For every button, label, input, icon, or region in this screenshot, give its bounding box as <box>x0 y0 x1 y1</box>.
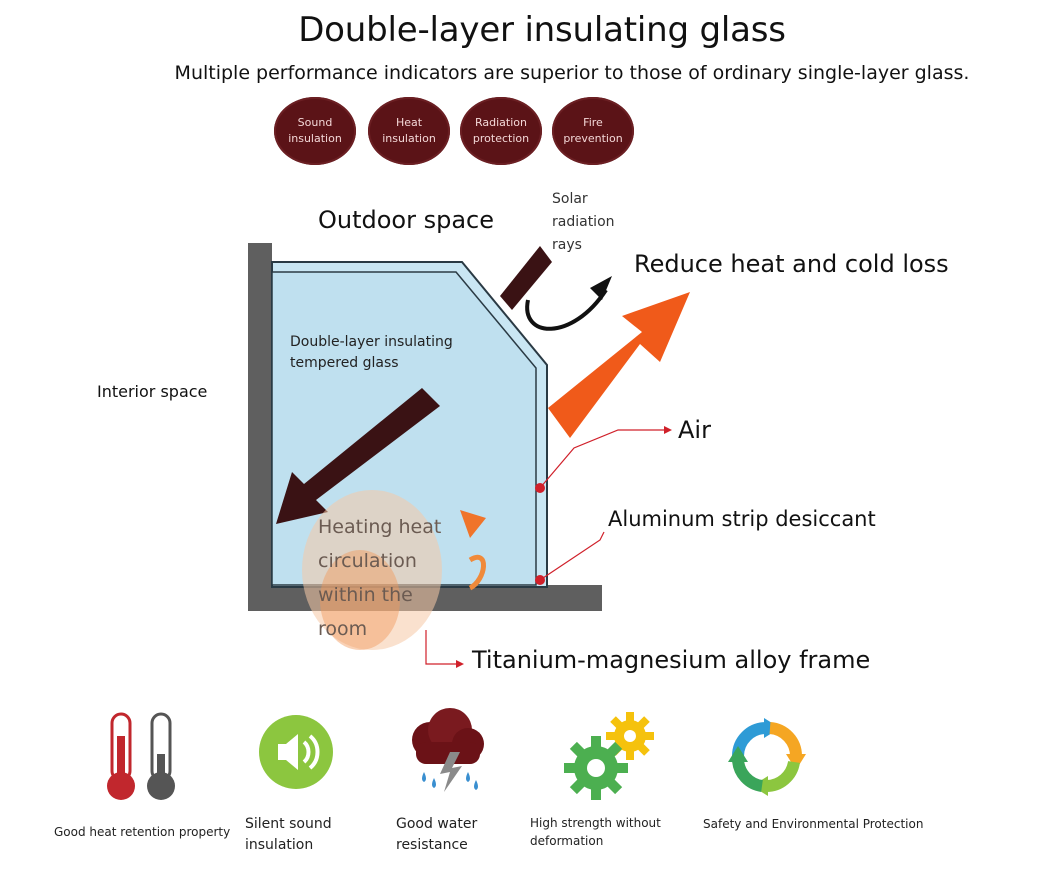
speaker-icon <box>259 715 333 789</box>
frame-left-bar <box>248 243 272 611</box>
reflection-curve-arrow <box>525 288 608 331</box>
reflection-arrow-head <box>590 276 612 300</box>
heating-curve <box>468 555 486 591</box>
page-title: Double-layer insulating glass <box>298 10 786 50</box>
badge-fire-prevention: Fire prevention <box>552 97 634 165</box>
badge-sound-insulation: Sound insulation <box>274 97 356 165</box>
recycle-icon <box>728 718 806 796</box>
heating-arrow-head <box>460 510 486 538</box>
air-marker <box>535 483 545 493</box>
solar-ray-arrow <box>500 246 552 310</box>
feature-label-heat-retention: Good heat retention property <box>54 825 231 839</box>
feature-label-water-resistance: Good water resistance <box>396 816 478 853</box>
heat-into-room-arrow <box>276 388 440 524</box>
glass-type-label: Double-layer insulating tempered glass <box>290 334 453 371</box>
reduce-loss-label: Reduce heat and cold loss <box>634 250 949 278</box>
frame-leader-tip <box>456 660 464 668</box>
feature-label-safety: Safety and Environmental Protection <box>703 817 924 831</box>
storm-cloud-icon <box>412 708 484 792</box>
frame-leader-line <box>425 630 460 665</box>
aluminum-marker <box>535 575 545 585</box>
outdoor-space-label: Outdoor space <box>318 206 495 234</box>
aluminum-leader-line <box>539 531 605 581</box>
aluminum-strip-label: Aluminum strip desiccant <box>608 507 876 531</box>
air-leader-tip <box>664 426 672 434</box>
feature-label-sound-insulation: Silent sound insulation <box>245 816 332 853</box>
frame-material-label: Titanium-magnesium alloy frame <box>472 646 871 674</box>
solar-radiation-label: Solar radiation rays <box>552 191 615 253</box>
heating-glow-core <box>320 550 400 650</box>
gears-icon <box>564 712 654 800</box>
heating-glow <box>302 490 442 650</box>
page-subtitle: Multiple performance indicators are supe… <box>174 62 970 84</box>
air-leader-line <box>539 429 664 489</box>
air-label: Air <box>678 416 711 444</box>
thermometer-icon <box>107 712 175 800</box>
interior-space-label: Interior space <box>97 382 208 401</box>
badge-radiation-protection: Radiation protection <box>460 97 542 165</box>
heat-loss-arrow <box>548 292 690 438</box>
heating-circulation-label: Heating heat circulation within the room <box>318 516 442 640</box>
feature-label-high-strength: High strength without deformation <box>530 816 661 848</box>
badge-heat-insulation: Heat insulation <box>368 97 450 165</box>
